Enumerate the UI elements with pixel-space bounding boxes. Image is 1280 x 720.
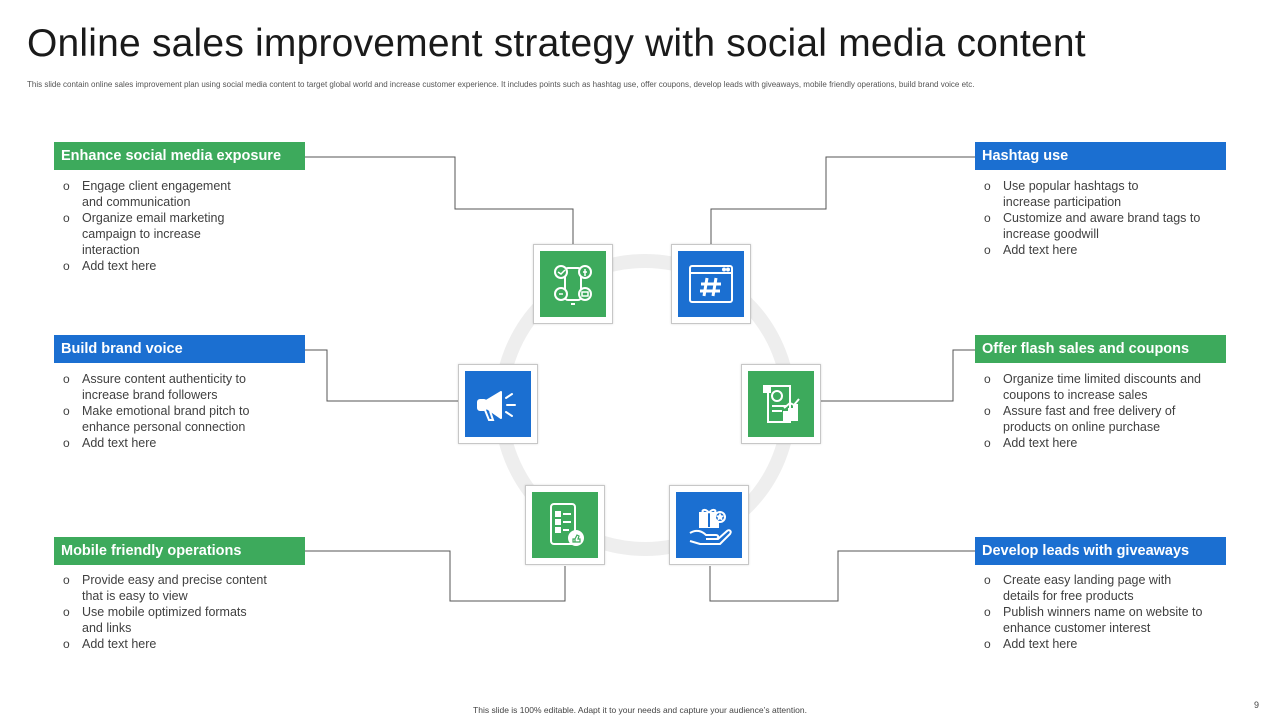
- gift-hand-icon: [676, 492, 742, 558]
- list-item: Organize email marketing campaign to inc…: [62, 210, 237, 258]
- list-item: Add text here: [983, 435, 1213, 451]
- list-item: Use popular hashtags to increase partici…: [983, 178, 1173, 210]
- mobile-checklist-icon: [532, 492, 598, 558]
- list-item: Assure content authenticity to increase …: [62, 371, 262, 403]
- list-item: Provide easy and precise content that is…: [62, 572, 282, 604]
- megaphone-icon: [465, 371, 531, 437]
- bullets-mobile-friendly: Provide easy and precise content that is…: [62, 572, 292, 652]
- list-item: Assure fast and free delivery of product…: [983, 403, 1208, 435]
- list-item: Publish winners name on website to enhan…: [983, 604, 1218, 636]
- bullets-enhance-social-media: Engage client engagement and communicati…: [62, 178, 292, 274]
- tile-mobile-friendly: [525, 485, 605, 565]
- list-item: Add text here: [62, 258, 292, 274]
- list-item: Engage client engagement and communicati…: [62, 178, 237, 210]
- tile-brand-voice: [458, 364, 538, 444]
- connector-giveaways: [709, 550, 975, 602]
- bullets-develop-leads: Create easy landing page with details fo…: [983, 572, 1213, 652]
- heading-hashtag-use: Hashtag use: [975, 142, 1226, 170]
- invoice-chart-icon: [748, 371, 814, 437]
- heading-build-brand-voice: Build brand voice: [54, 335, 305, 363]
- connector-flash-sales: [821, 349, 975, 402]
- list-item: Add text here: [62, 435, 292, 451]
- hashtag-browser-icon: [678, 251, 744, 317]
- bullets-flash-sales: Organize time limited discounts and coup…: [983, 371, 1213, 451]
- tile-flash-sales: [741, 364, 821, 444]
- social-media-phone-icon: [540, 251, 606, 317]
- tile-social-media: [533, 244, 613, 324]
- bullets-build-brand-voice: Assure content authenticity to increase …: [62, 371, 292, 451]
- page-title: Online sales improvement strategy with s…: [27, 22, 1086, 65]
- list-item: Make emotional brand pitch to enhance pe…: [62, 403, 262, 435]
- heading-mobile-friendly: Mobile friendly operations: [54, 537, 305, 565]
- list-item: Customize and aware brand tags to increa…: [983, 210, 1203, 242]
- page-number: 9: [1254, 700, 1260, 710]
- list-item: Add text here: [983, 636, 1213, 652]
- tile-giveaways: [669, 485, 749, 565]
- heading-flash-sales: Offer flash sales and coupons: [975, 335, 1226, 363]
- list-item: Use mobile optimized formats and links: [62, 604, 267, 636]
- bullets-hashtag-use: Use popular hashtags to increase partici…: [983, 178, 1213, 258]
- heading-develop-leads: Develop leads with giveaways: [975, 537, 1226, 565]
- connector-mobile: [305, 550, 566, 602]
- tile-hashtag: [671, 244, 751, 324]
- heading-enhance-social-media: Enhance social media exposure: [54, 142, 305, 170]
- list-item: Organize time limited discounts and coup…: [983, 371, 1218, 403]
- connector-brand-voice: [305, 349, 458, 402]
- list-item: Create easy landing page with details fo…: [983, 572, 1203, 604]
- footer-note: This slide is 100% editable. Adapt it to…: [473, 705, 807, 715]
- connector-enhance: [305, 156, 574, 244]
- slide-description: This slide contain online sales improvem…: [27, 80, 975, 89]
- connector-hashtag: [710, 156, 975, 244]
- list-item: Add text here: [983, 242, 1213, 258]
- list-item: Add text here: [62, 636, 292, 652]
